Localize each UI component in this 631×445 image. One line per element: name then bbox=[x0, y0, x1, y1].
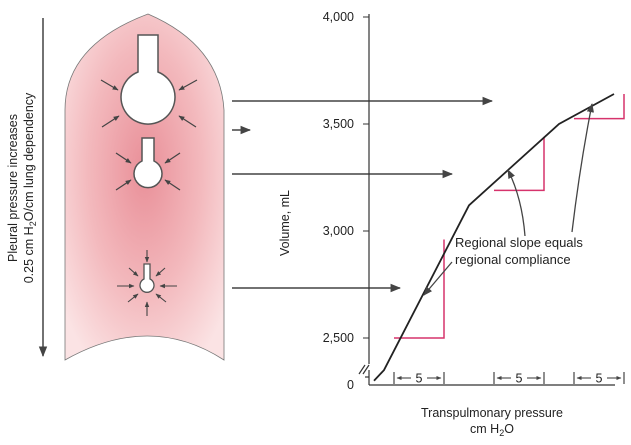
compliance-step bbox=[574, 94, 625, 120]
alveolus-medium bbox=[115, 137, 181, 191]
annotation-arrow-middle bbox=[507, 169, 526, 237]
y-tick-label: 4,000 bbox=[323, 10, 354, 24]
compress-arrow bbox=[164, 179, 181, 191]
compress-arrow bbox=[178, 79, 198, 91]
compress-arrow bbox=[115, 152, 132, 164]
annotation-line2: regional compliance bbox=[455, 252, 571, 267]
x-axis-title: Transpulmonary pressure bbox=[421, 406, 563, 420]
compliance-step bbox=[394, 239, 445, 339]
annotation-arrow-right bbox=[571, 103, 594, 233]
y-tick-label: 3,500 bbox=[323, 117, 354, 131]
pleural-pressure-line1: Pleural pressure increases bbox=[6, 114, 20, 262]
compress-arrow bbox=[101, 115, 120, 128]
pressure-volume-curve bbox=[373, 93, 615, 382]
compress-arrow bbox=[128, 267, 139, 277]
axis-break-mark bbox=[362, 364, 370, 375]
compress-arrow bbox=[178, 115, 197, 128]
y-tick-label: 2,500 bbox=[323, 331, 354, 345]
compress-arrow bbox=[100, 79, 119, 91]
compress-arrow bbox=[115, 179, 132, 191]
compliance-segments bbox=[394, 94, 625, 339]
x-interval-ticks: 5 5 5 bbox=[393, 372, 625, 386]
pleural-pressure-line2: 0.25 cm H2O/cm lung dependency bbox=[22, 92, 38, 283]
annotation-arrow-left bbox=[423, 261, 453, 296]
pressure-volume-chart: 4,000 3,500 3,000 2,500 0 Volume, mL Tra… bbox=[278, 10, 625, 438]
alveolus-small bbox=[117, 250, 177, 316]
y-tick-label: 3,000 bbox=[323, 224, 354, 238]
annotation-line1: Regional slope equals bbox=[455, 235, 583, 250]
interval-label: 5 bbox=[416, 372, 423, 386]
pleural-pressure-label: Pleural pressure increases 0.25 cm H2O/c… bbox=[6, 92, 38, 283]
y-axis-title: Volume, mL bbox=[278, 190, 292, 256]
compress-arrow bbox=[155, 267, 166, 277]
compress-arrow bbox=[164, 152, 181, 164]
axis-break-mark bbox=[358, 364, 366, 375]
alveolus-large bbox=[100, 34, 198, 128]
x-axis-unit: cm H2O bbox=[470, 422, 514, 438]
compliance-step bbox=[494, 136, 545, 192]
interval-label: 5 bbox=[596, 372, 603, 386]
interval-label: 5 bbox=[516, 372, 523, 386]
y-zero-label: 0 bbox=[347, 378, 354, 392]
compress-arrow bbox=[155, 293, 167, 303]
compress-arrow bbox=[127, 293, 139, 303]
